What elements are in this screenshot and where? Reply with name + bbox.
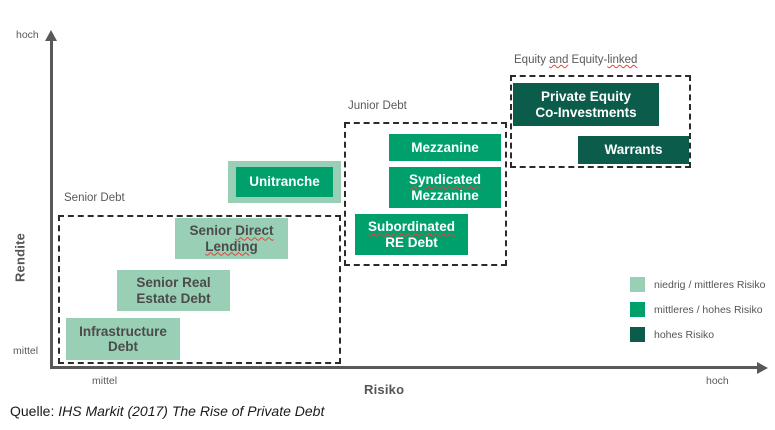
group-box-senior-debt xyxy=(58,215,341,364)
y-axis-tick-mid: mittel xyxy=(13,345,39,357)
source-attribution: Quelle: IHS Markit (2017) The Rise of Pr… xyxy=(10,403,324,419)
asset-label: Unitranche xyxy=(249,174,320,190)
legend-swatch-high-risk xyxy=(630,327,645,342)
y-axis-tick-high: hoch xyxy=(16,29,39,41)
y-axis-line xyxy=(50,40,53,369)
asset-warrants[interactable]: Warrants xyxy=(578,136,689,164)
x-axis-tick-mid: mittel xyxy=(92,375,118,387)
x-axis-tick-high: hoch xyxy=(706,375,729,387)
asset-unitranche[interactable]: Unitranche xyxy=(236,167,333,197)
asset-label: Mezzanine xyxy=(411,139,479,155)
group-label-equity-and-equity-linked: Equity and Equity-linked xyxy=(514,54,638,66)
asset-mezzanine[interactable]: Mezzanine xyxy=(389,134,501,161)
legend: niedrig / mittleres Risiko mittleres / h… xyxy=(630,272,775,347)
x-axis-title: Risiko xyxy=(364,382,405,397)
asset-unitranche-outer-band: Unitranche xyxy=(228,161,341,203)
legend-item-low-risk: niedrig / mittleres Risiko xyxy=(630,272,775,297)
group-box-equity-and-equity-linked xyxy=(510,75,691,168)
legend-label-mid-risk: mittleres / hohes Risiko xyxy=(654,303,763,316)
source-reference: IHS Markit (2017) The Rise of Private De… xyxy=(58,403,325,419)
legend-item-high-risk: hohes Risiko xyxy=(630,322,775,347)
source-prefix: Quelle: xyxy=(10,403,59,419)
group-label-senior-debt: Senior Debt xyxy=(64,192,125,204)
legend-label-low-risk: niedrig / mittleres Risiko xyxy=(654,278,766,291)
legend-item-mid-risk: mittleres / hohes Risiko xyxy=(630,297,775,322)
asset-label: Warrants xyxy=(604,142,663,158)
x-axis-line xyxy=(50,366,761,369)
y-axis-title: Rendite xyxy=(12,232,28,283)
legend-label-high-risk: hohes Risiko xyxy=(654,328,715,341)
legend-swatch-low-risk xyxy=(630,277,645,292)
group-box-junior-debt xyxy=(344,122,507,266)
group-label-junior-debt: Junior Debt xyxy=(348,100,407,112)
x-axis-arrow-icon xyxy=(757,362,768,374)
legend-swatch-mid-risk xyxy=(630,302,645,317)
y-axis-arrow-icon xyxy=(45,30,57,41)
